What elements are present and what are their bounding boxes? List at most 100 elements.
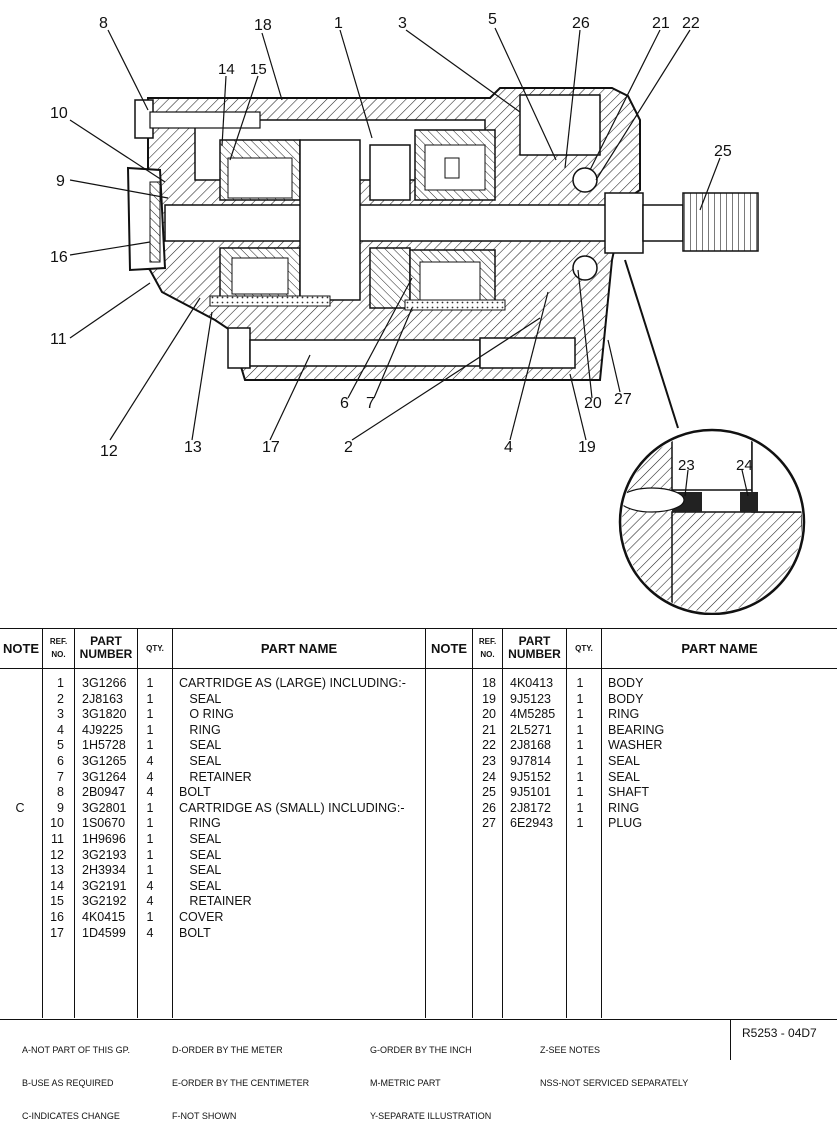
row-ref-no: 25 [482, 785, 496, 800]
row-qty: 1 [146, 722, 154, 737]
row-ref-no: 21 [482, 722, 496, 737]
header-rule [0, 668, 837, 669]
legend-item: B-USE AS REQUIRED [22, 1078, 114, 1088]
row-note [428, 754, 468, 770]
row-qty: 1 [146, 910, 154, 924]
row-part-name: SEAL [179, 832, 222, 846]
callout-23: 23 [678, 457, 695, 474]
callout-16: 16 [50, 249, 68, 266]
row-part-name: RING [179, 722, 221, 737]
row-part-number: 9J5101 [510, 785, 552, 800]
row-note [428, 723, 468, 739]
row-part-number: 1H5728 [82, 738, 126, 753]
small-cartridge [209, 139, 361, 307]
legend-col-2: D-ORDER BY THE METER E-ORDER BY THE CENT… [172, 1023, 309, 1144]
row-part-name: BEARING [608, 722, 665, 737]
legend-item: C-INDICATES CHANGE [22, 1111, 120, 1121]
col-divider [472, 628, 473, 1018]
row-part-number: 6E2943 [510, 816, 554, 831]
row-ref-no: 5 [57, 738, 64, 753]
callout-labels: 8 18 1 3 5 26 21 22 14 15 10 9 16 11 12 … [50, 11, 753, 474]
row-qty: 1 [576, 738, 584, 753]
row-ref-no: 7 [57, 769, 64, 784]
legend-footer: A-NOT PART OF THIS GP. B-USE AS REQUIRED… [0, 1020, 839, 1121]
callout-7: 7 [366, 395, 375, 412]
row-part-name: BOLT [179, 925, 211, 940]
row-qty: 1 [576, 816, 584, 831]
row-part-number: 3G1264 [82, 769, 127, 784]
row-qty: 4 [146, 785, 154, 800]
callout-3: 3 [398, 15, 407, 32]
header-qty: QTY. [146, 643, 164, 653]
callout-25: 25 [714, 143, 732, 160]
row-qty: 1 [576, 754, 584, 768]
row-part-number: 3G1266 [82, 676, 127, 690]
bolt-top [134, 99, 261, 139]
callout-18: 18 [254, 17, 272, 34]
row-qty: 4 [146, 925, 154, 940]
row-ref-no: 19 [482, 691, 496, 706]
row-note [428, 676, 468, 692]
legend-item: G-ORDER BY THE INCH [370, 1045, 472, 1055]
row-part-name: SEAL [179, 754, 222, 768]
row-ref-no: 9 [57, 800, 64, 815]
row-qty: 1 [146, 816, 154, 831]
legend-col-4: Z-SEE NOTES NSS-NOT SERVICED SEPARATELY [540, 1023, 688, 1111]
cover [126, 166, 167, 272]
row-part-number: 9J5123 [510, 691, 552, 706]
row-part-number: 9J7814 [510, 754, 552, 768]
row-ref-no: 13 [50, 863, 64, 878]
row-ref-no: 12 [50, 847, 64, 862]
row-ref-no: 15 [50, 894, 64, 909]
row-qty: 1 [576, 691, 584, 706]
row-qty: 1 [146, 832, 154, 846]
row-qty: 1 [576, 769, 584, 784]
detail-magnifier [618, 259, 806, 615]
legend-item: Y-SEPARATE ILLUSTRATION [370, 1111, 492, 1121]
callout-12: 12 [100, 443, 118, 460]
row-ref-no: 10 [50, 816, 64, 831]
row-ref-no: 26 [482, 800, 496, 815]
legend-item: D-ORDER BY THE METER [172, 1045, 283, 1055]
legend-item: A-NOT PART OF THIS GP. [22, 1045, 131, 1055]
row-part-name: RETAINER [179, 894, 252, 909]
row-part-number: 3G2193 [82, 847, 127, 862]
col-divider [172, 628, 173, 1018]
row-note [428, 692, 468, 708]
callout-6: 6 [340, 395, 349, 412]
header-ref-no: REF. NO. [478, 637, 497, 659]
callout-9: 9 [56, 173, 65, 190]
legend-item: Z-SEE NOTES [540, 1045, 601, 1055]
header-part-number: PART NUMBER [508, 634, 561, 661]
row-part-number: 3G2192 [82, 894, 127, 909]
callout-2: 2 [344, 439, 353, 456]
callout-15: 15 [250, 61, 267, 78]
row-qty: 1 [146, 707, 154, 722]
row-part-number: 1H9696 [82, 832, 126, 846]
row-ref-no: 8 [57, 785, 64, 800]
callout-13: 13 [184, 439, 202, 456]
parts-table: NOTE REF. NO. PART NUMBER QTY. PART NAME… [0, 628, 839, 1020]
callout-5: 5 [488, 11, 497, 28]
legend-col-3: G-ORDER BY THE INCH M-METRIC PART Y-SEPA… [370, 1023, 491, 1144]
row-part-number: 4K0415 [82, 910, 126, 924]
row-ref-no: 16 [50, 910, 64, 924]
callout-27: 27 [614, 391, 632, 408]
row-qty: 1 [146, 847, 154, 862]
col-divider [425, 628, 426, 1018]
large-cartridge [369, 129, 506, 311]
row-qty: 1 [146, 800, 154, 815]
row-part-name: SEAL [179, 738, 222, 753]
row-ref-no: 2 [57, 691, 64, 706]
row-part-name: BOLT [179, 785, 211, 800]
callout-22: 22 [682, 15, 700, 32]
row-ref-no: 1 [57, 676, 64, 690]
reference-code: R5253 - 04D7 [742, 1026, 817, 1040]
row-part-number: 3G1265 [82, 754, 127, 768]
row-part-name: RETAINER [179, 769, 252, 784]
row-part-name: SEAL [179, 863, 222, 878]
row-part-number: 2J8172 [510, 800, 552, 815]
row-part-name: CARTRIDGE AS (SMALL) INCLUDING:- [179, 800, 405, 815]
col-divider [42, 628, 43, 1018]
callout-17: 17 [262, 439, 280, 456]
